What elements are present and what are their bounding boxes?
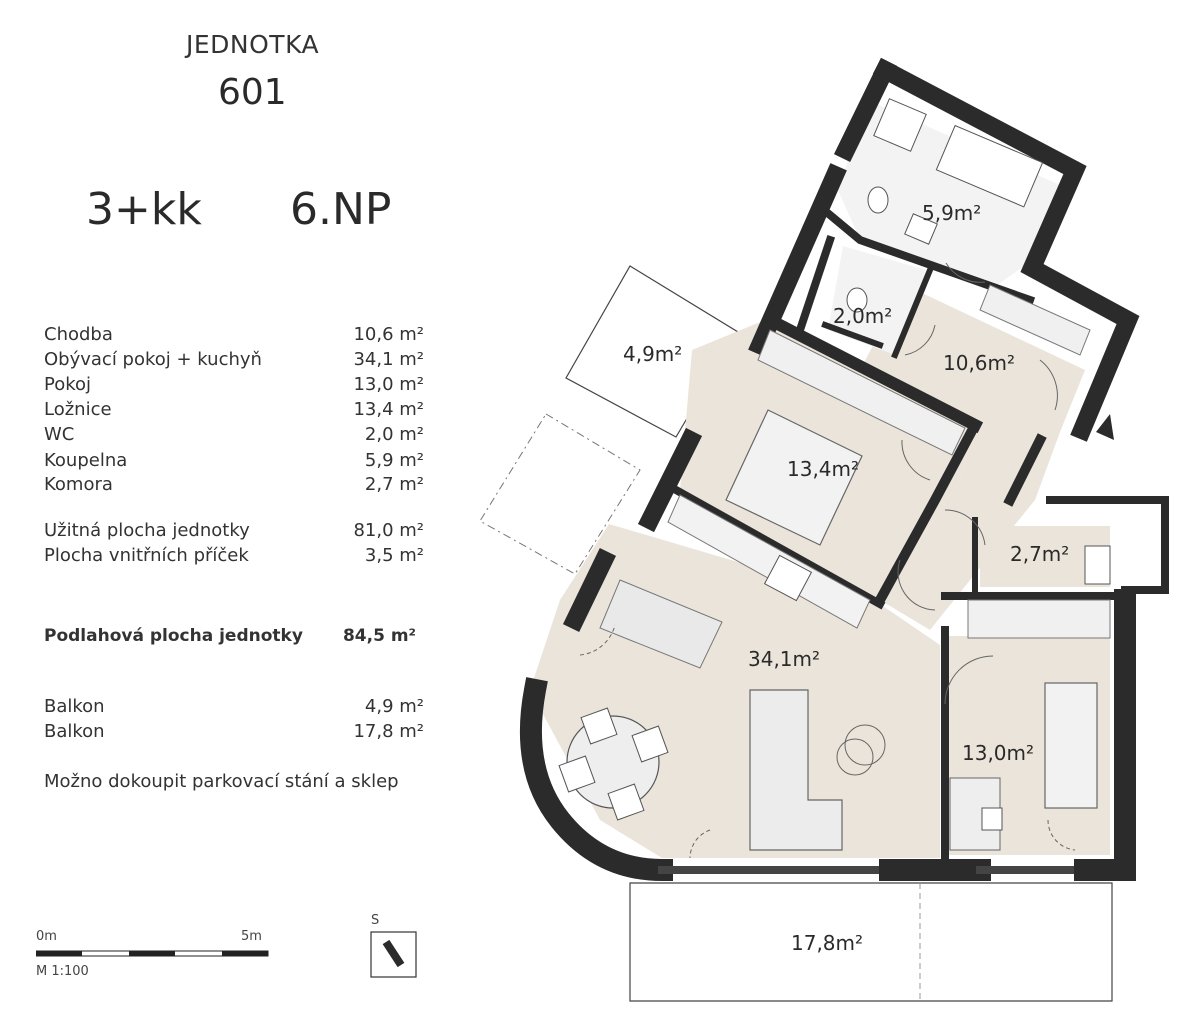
double-bed — [725, 409, 863, 546]
scale-end-label: 5m — [241, 929, 262, 944]
area-row: Obývací pokoj + kuchyň 34,1 m² — [44, 347, 424, 372]
total-name: Plocha vnitřních příček — [44, 545, 249, 566]
total-value: 3,5 m² — [364, 545, 424, 566]
area-label-balcony-large: 17,8m² — [791, 931, 863, 955]
scale-start-label: 0m — [36, 929, 57, 944]
area-label-bathroom: 5,9m² — [922, 201, 981, 225]
shower — [873, 98, 927, 152]
entrance-marker — [1096, 414, 1114, 440]
compass-label: S — [371, 913, 380, 928]
area-value: 2,7 m² — [364, 474, 424, 495]
door-swings — [579, 262, 1076, 859]
balcony-row: Balkon 17,8 m² — [44, 719, 424, 744]
area-name: WC — [44, 424, 75, 445]
sofa — [749, 689, 843, 851]
bathtub — [935, 124, 1044, 208]
washbasin — [904, 213, 938, 245]
area-value: 34,1 m² — [353, 349, 424, 370]
area-value: 13,0 m² — [353, 374, 424, 395]
area-name: Komora — [44, 474, 113, 495]
total-row: Plocha vnitřních příček 3,5 m² — [44, 543, 424, 568]
area-row: Komora 2,7 m² — [44, 472, 424, 497]
unit-label: JEDNOTKA — [186, 30, 320, 59]
unit-number: 601 — [218, 72, 287, 113]
balcony-value: 17,8 m² — [353, 721, 424, 742]
area-name: Chodba — [44, 324, 113, 345]
kitchen-island — [599, 579, 723, 669]
area-value: 2,0 m² — [364, 424, 424, 445]
balcony-name: Balkon — [44, 696, 105, 717]
unit-floor: 6.NP — [290, 184, 392, 235]
total-row: Užitná plocha jednotky 81,0 m² — [44, 518, 424, 543]
floor-area-name: Podlahová plocha jednotky — [44, 626, 303, 646]
scale-ratio: M 1:100 — [36, 964, 89, 979]
balcony-name: Balkon — [44, 721, 105, 742]
total-value: 81,0 m² — [353, 520, 424, 541]
area-row: Ložnice 13,4 m² — [44, 397, 424, 422]
wet-room-fill — [828, 100, 1060, 355]
single-bed — [1044, 682, 1098, 809]
wardrobes — [757, 284, 1111, 639]
side-table — [844, 724, 886, 766]
cooktop-icon — [763, 554, 813, 602]
dining-table — [558, 707, 669, 821]
area-row: Pokoj 13,0 m² — [44, 372, 424, 397]
area-name: Pokoj — [44, 374, 92, 395]
scale-bar — [36, 950, 269, 957]
area-value: 13,4 m² — [353, 399, 424, 420]
area-value: 5,9 m² — [364, 450, 424, 471]
floor-area-value: 84,5 m² — [342, 626, 416, 646]
floor-area-row: Podlahová plocha jednotky 84,5 m² — [44, 624, 416, 649]
purchase-note: Možno dokoupit parkovací stání a sklep — [44, 771, 399, 792]
area-row: Chodba 10,6 m² — [44, 322, 424, 347]
area-row: Koupelna 5,9 m² — [44, 448, 424, 473]
area-label-hall: 10,6m² — [943, 351, 1015, 375]
washing-machine — [1084, 545, 1111, 585]
area-label-room: 13,0m² — [962, 741, 1034, 765]
unit-layout: 3+kk — [86, 184, 202, 235]
area-row: WC 2,0 m² — [44, 422, 424, 447]
area-label-bedroom: 13,4m² — [787, 457, 859, 481]
area-label-living: 34,1m² — [748, 647, 820, 671]
area-label-balcony-small: 4,9m² — [623, 342, 682, 366]
balcony-row: Balkon 4,9 m² — [44, 694, 424, 719]
area-value: 10,6 m² — [353, 324, 424, 345]
area-label-storage: 2,7m² — [1010, 542, 1069, 566]
area-name: Ložnice — [44, 399, 112, 420]
walls — [519, 57, 1169, 882]
desk-chair — [981, 807, 1003, 831]
balcony-value: 4,9 m² — [364, 696, 424, 717]
area-name: Obývací pokoj + kuchyň — [44, 349, 262, 370]
toilet — [867, 186, 889, 214]
wc-toilet — [846, 287, 868, 313]
total-name: Užitná plocha jednotky — [44, 520, 250, 541]
area-label-wc: 2,0m² — [833, 304, 892, 328]
area-name: Koupelna — [44, 450, 128, 471]
kitchen-counter — [667, 494, 871, 629]
compass-icon — [370, 931, 417, 978]
balcony-dashed-outline — [479, 413, 641, 575]
balcony-large — [629, 882, 1113, 1002]
